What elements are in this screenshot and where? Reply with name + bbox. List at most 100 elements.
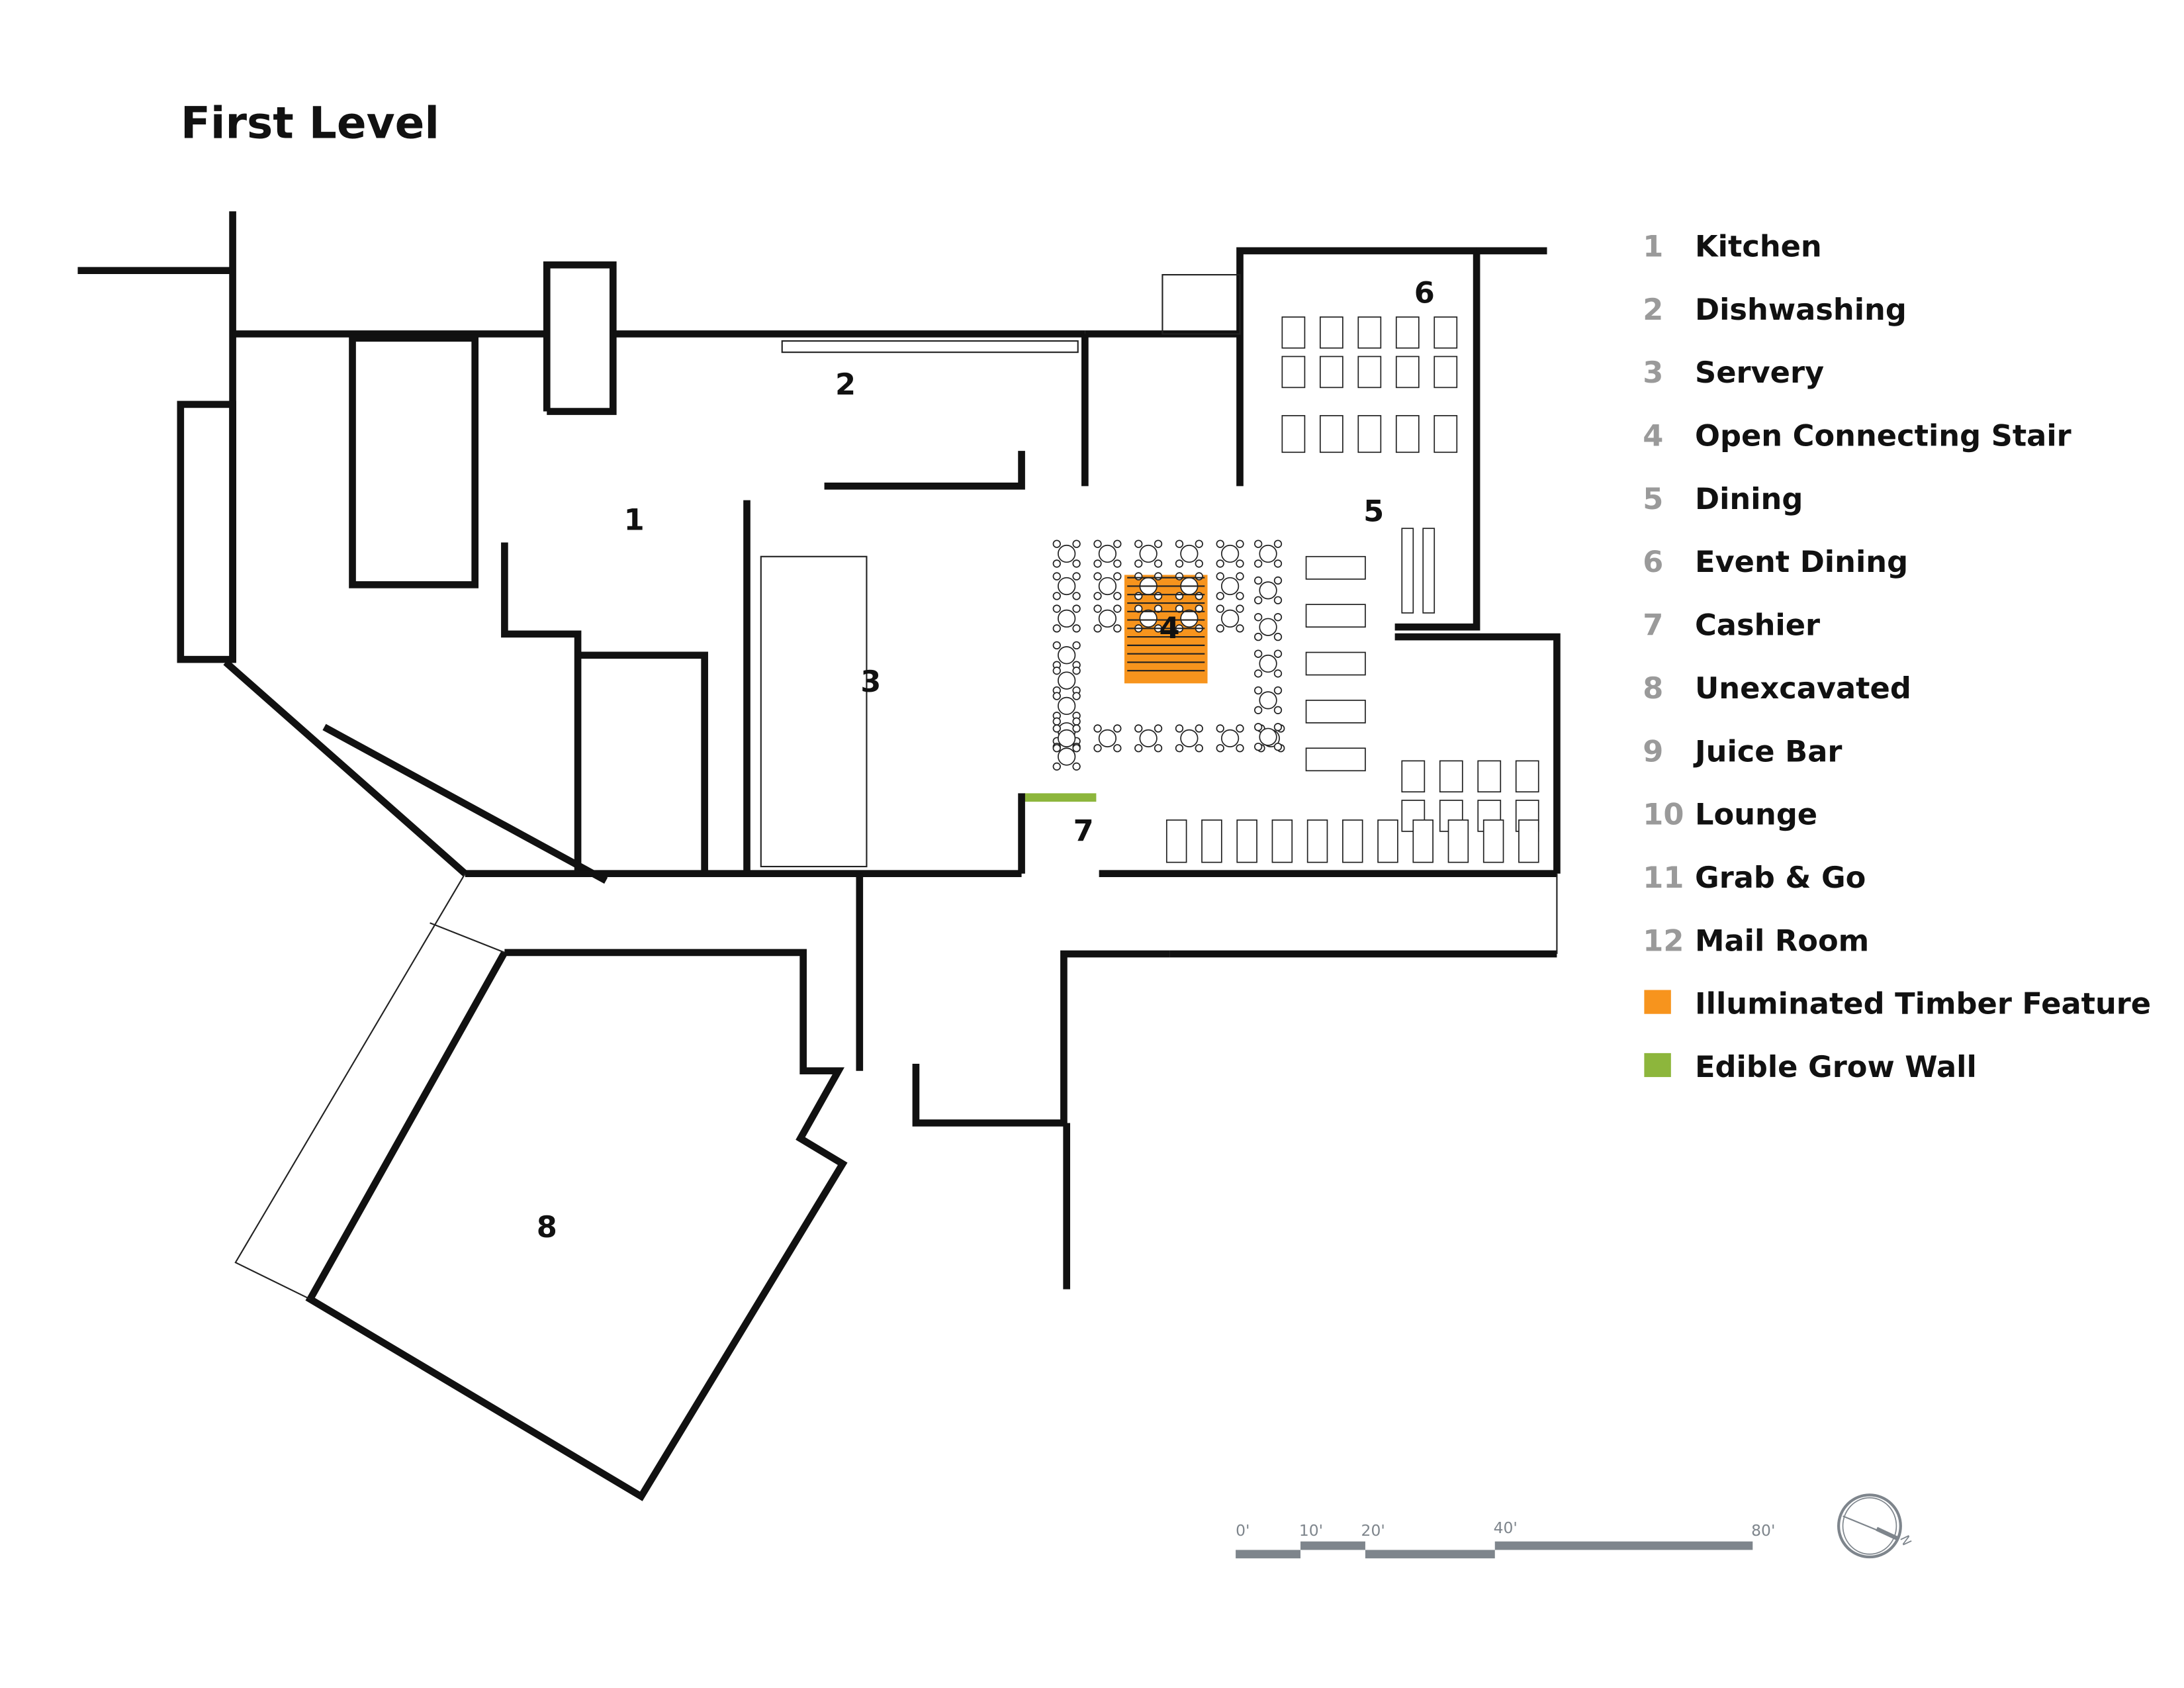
chair — [1072, 641, 1081, 650]
legend-label: Dishwashing — [1695, 293, 1907, 327]
legend-label: Lounge — [1695, 798, 1817, 832]
round-table — [1180, 544, 1199, 563]
round-table — [1139, 544, 1158, 563]
round-table — [1098, 609, 1117, 628]
chair — [1072, 604, 1081, 613]
chair — [1253, 576, 1263, 585]
chair — [1273, 723, 1283, 731]
chair — [1273, 596, 1283, 604]
room-label-event-dining: 6 — [1414, 276, 1435, 310]
room-label-servery: 3 — [860, 665, 881, 699]
dining-table — [1395, 355, 1420, 389]
chair — [1134, 592, 1143, 600]
chair — [1093, 744, 1102, 753]
chair — [1273, 576, 1283, 585]
round-table — [1139, 609, 1158, 628]
chair — [1093, 572, 1102, 581]
chair — [1195, 559, 1203, 568]
legend-number: 4 — [1643, 418, 1663, 453]
chair — [1052, 539, 1061, 548]
legend-label: Kitchen — [1695, 229, 1822, 263]
chair — [1253, 649, 1263, 658]
room-label-cashier: 7 — [1073, 814, 1094, 849]
dining-table — [1395, 415, 1420, 453]
chair — [1216, 744, 1224, 753]
legend-number: 10 — [1643, 798, 1684, 832]
legend-label: Mail Room — [1695, 923, 1869, 958]
chair — [1216, 624, 1224, 633]
chair — [1113, 624, 1122, 633]
round-table — [1098, 544, 1117, 563]
round-table — [1058, 577, 1076, 596]
chair — [1072, 667, 1081, 675]
chair — [1175, 559, 1184, 568]
chair — [1093, 624, 1102, 633]
chair — [1052, 559, 1061, 568]
chair — [1052, 592, 1061, 600]
page-title: First Level — [181, 98, 439, 149]
scale-segment — [1236, 1550, 1301, 1559]
legend-number: 8 — [1643, 671, 1663, 706]
chair — [1236, 559, 1244, 568]
dining-table — [1401, 760, 1426, 793]
round-table — [1058, 544, 1076, 563]
chair — [1134, 724, 1143, 733]
round-table — [1220, 577, 1240, 596]
chair — [1093, 592, 1102, 600]
round-table — [1220, 544, 1240, 563]
chair — [1216, 539, 1224, 548]
chair — [1134, 559, 1143, 568]
chair — [1134, 539, 1143, 548]
chair — [1134, 572, 1143, 581]
dining-table — [1305, 555, 1366, 580]
legend-number: 12 — [1643, 923, 1684, 958]
dining-table — [1447, 819, 1469, 863]
chair — [1052, 667, 1061, 675]
round-table — [1220, 729, 1240, 747]
chair — [1072, 724, 1081, 733]
dining-table — [1439, 760, 1463, 793]
north-arrow-icon: N — [1837, 1493, 1915, 1559]
dining-table — [1477, 760, 1502, 793]
round-table — [1098, 729, 1117, 747]
dining-table — [1422, 528, 1435, 614]
chair — [1175, 744, 1184, 753]
chair — [1072, 539, 1081, 548]
chair — [1253, 686, 1263, 695]
chair — [1072, 624, 1081, 633]
chair — [1253, 723, 1263, 731]
chair — [1253, 559, 1263, 568]
chair — [1052, 717, 1061, 726]
chair — [1273, 686, 1283, 695]
chair — [1113, 559, 1122, 568]
chair — [1273, 539, 1283, 548]
legend-number: 6 — [1643, 545, 1663, 579]
dining-table — [1395, 316, 1420, 349]
round-table — [1058, 747, 1076, 766]
legend-label: Open Connecting Stair — [1695, 418, 2071, 453]
legend-label: Juice Bar — [1693, 734, 1842, 769]
chair — [1072, 762, 1081, 771]
room-labels: 1 2 3 4 5 6 7 8 — [537, 276, 1435, 1244]
dining-table — [1319, 316, 1343, 349]
round-table — [1220, 609, 1240, 628]
legend-number: 11 — [1643, 861, 1684, 895]
dining-table — [1281, 316, 1306, 349]
legend-label: Event Dining — [1695, 545, 1908, 579]
chair — [1236, 572, 1244, 581]
legend-label: Unexcavated — [1695, 671, 1911, 706]
chair — [1273, 706, 1283, 714]
chair — [1236, 624, 1244, 633]
dining-table — [1357, 316, 1382, 349]
chair — [1253, 706, 1263, 714]
legend-swatch — [1644, 990, 1671, 1014]
scale-label: 40' — [1494, 1519, 1518, 1537]
dining-table — [1201, 819, 1222, 863]
chair — [1236, 724, 1244, 733]
round-table — [1058, 646, 1076, 665]
dining-table — [1305, 651, 1366, 676]
dining-table — [1377, 819, 1398, 863]
dining-table — [1482, 819, 1504, 863]
